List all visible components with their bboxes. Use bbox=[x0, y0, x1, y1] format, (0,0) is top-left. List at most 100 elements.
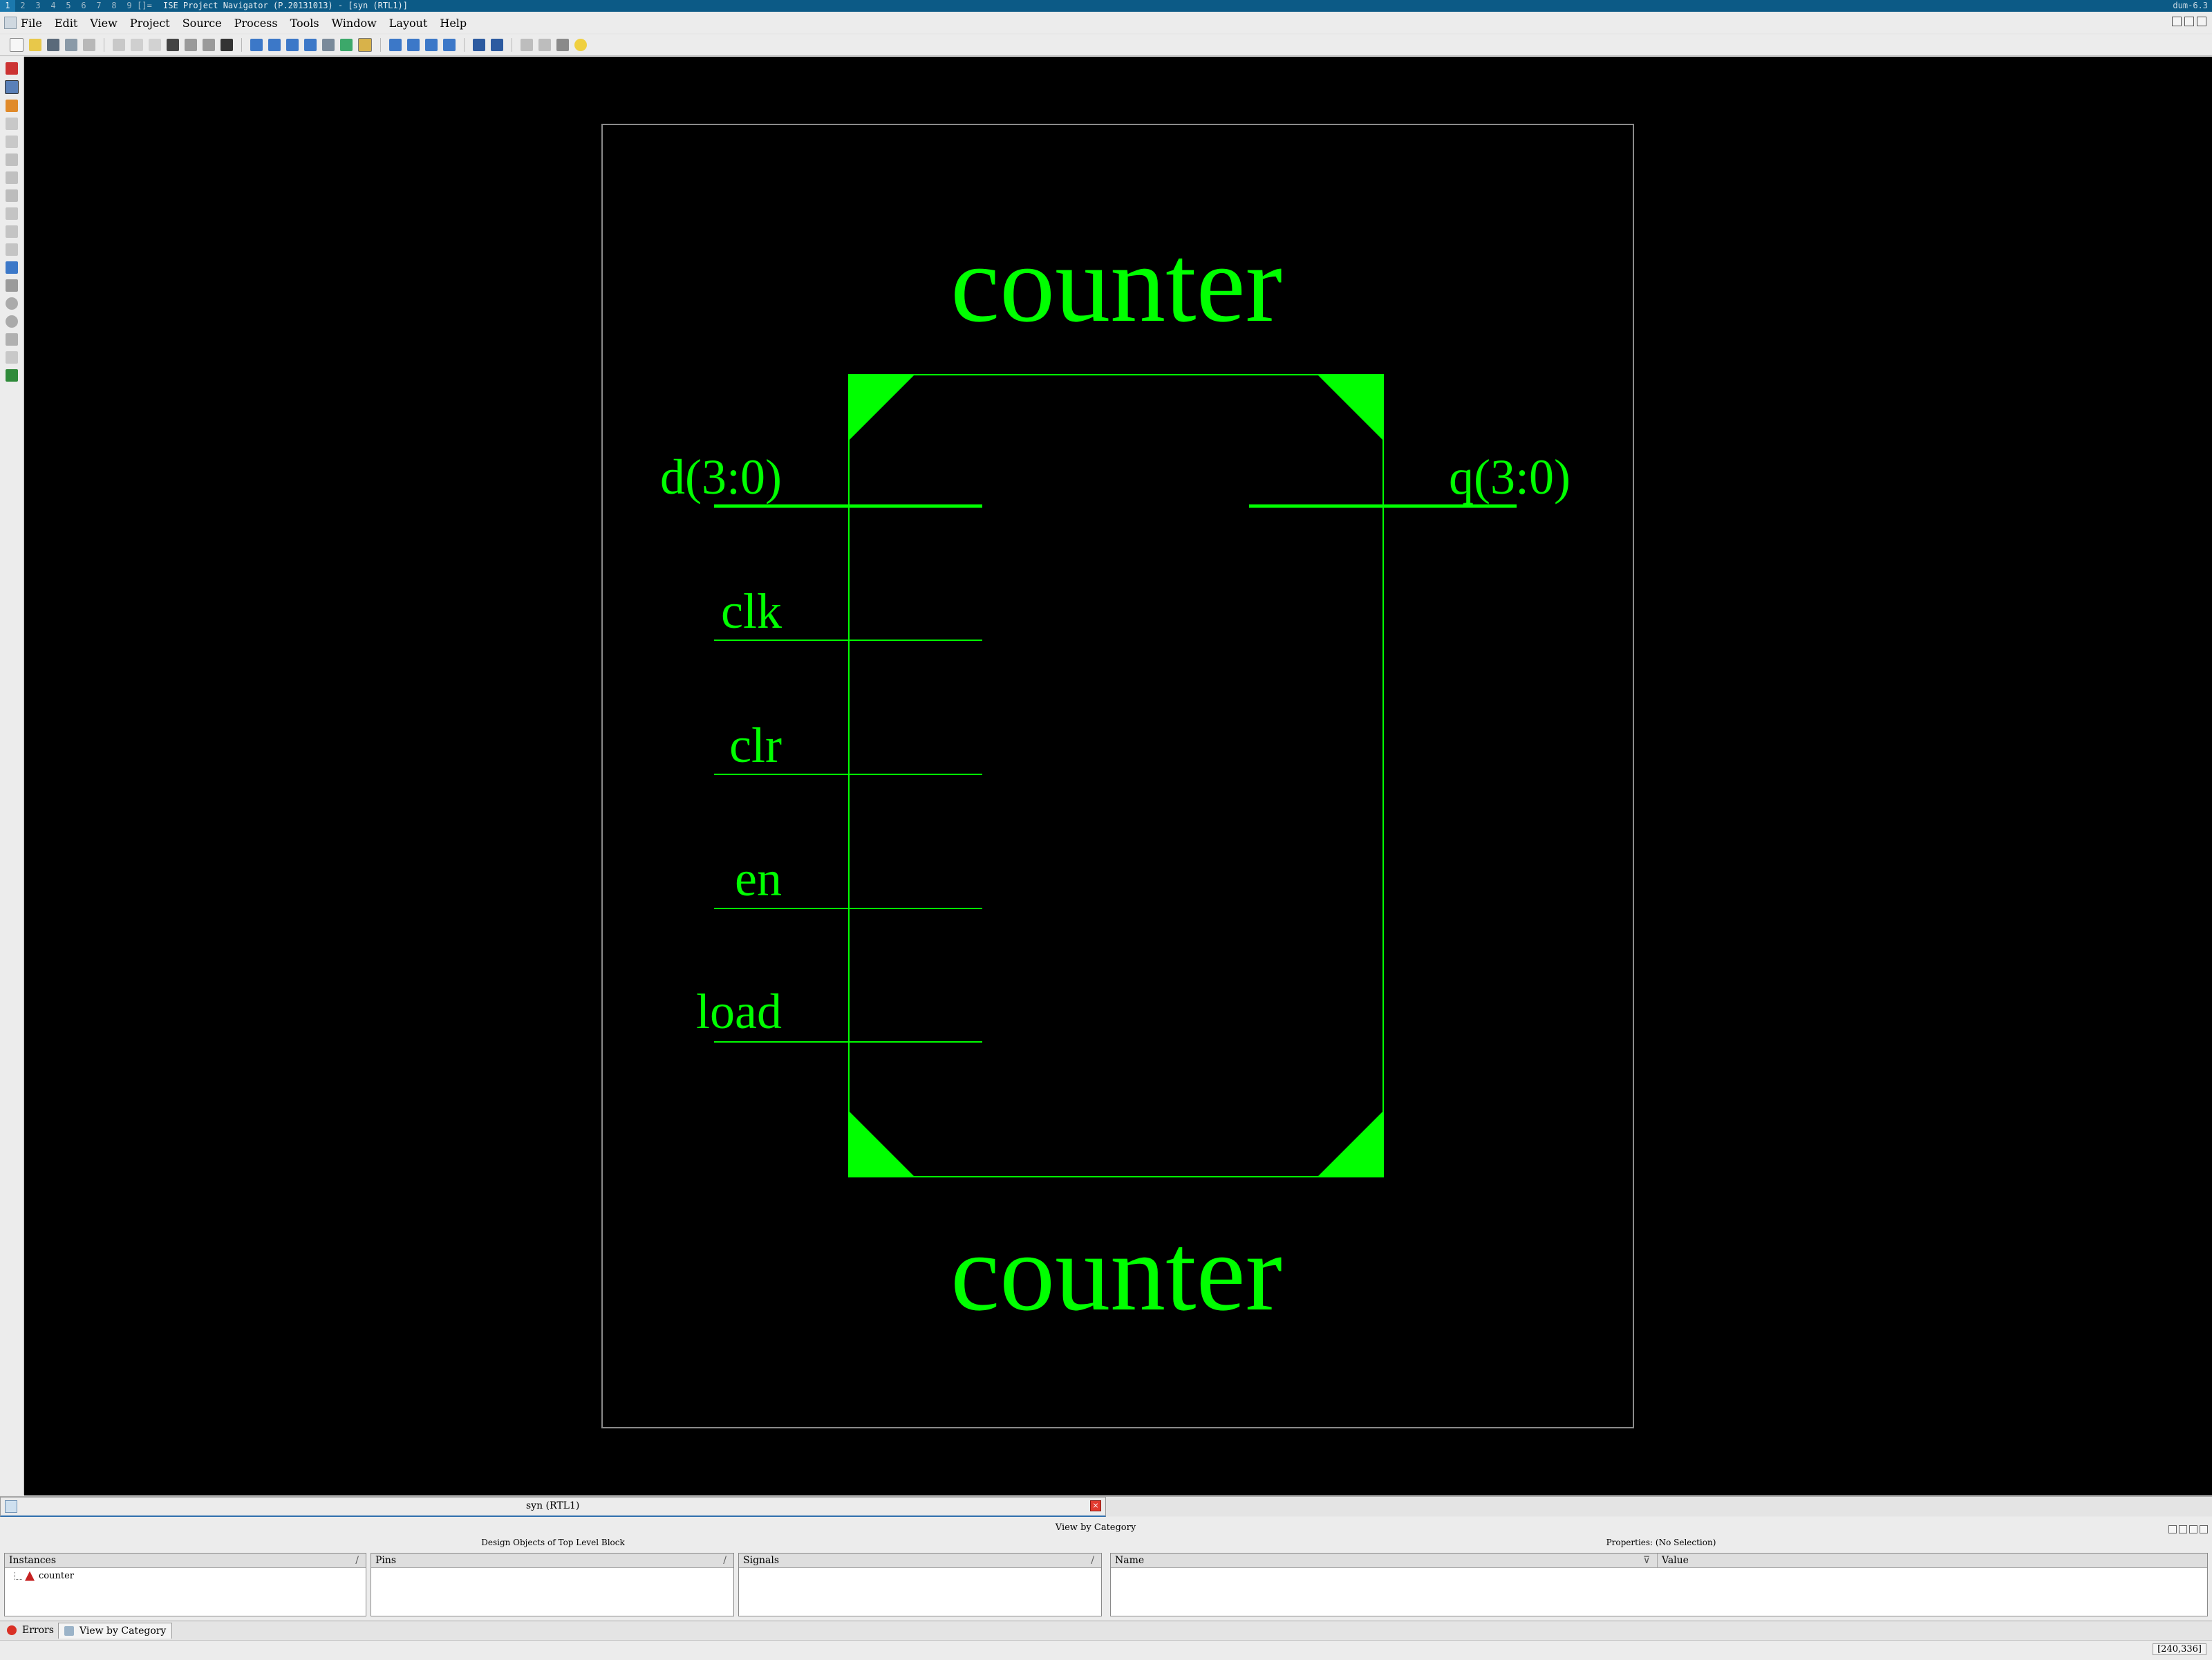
menu-window[interactable]: Window bbox=[331, 16, 377, 30]
zoom-fit-icon[interactable] bbox=[304, 39, 317, 51]
copy-icon[interactable] bbox=[131, 39, 143, 51]
list-item[interactable]: counter bbox=[15, 1571, 366, 1581]
menu-source[interactable]: Source bbox=[182, 16, 222, 30]
workspace-5[interactable]: 5 bbox=[66, 1, 71, 10]
workspace-3[interactable]: 3 bbox=[35, 1, 41, 10]
copy-tool-icon[interactable] bbox=[6, 351, 18, 364]
menu-file[interactable]: File bbox=[21, 16, 42, 30]
workspace-4[interactable]: 4 bbox=[50, 1, 56, 10]
layout-indicator[interactable]: []= bbox=[137, 1, 152, 10]
run-icon[interactable] bbox=[521, 39, 533, 51]
properties-table[interactable]: Name ⊽ Value bbox=[1110, 1553, 2208, 1616]
workspace-2[interactable]: 2 bbox=[20, 1, 26, 10]
schematic-drawing[interactable]: counter counter d(3:0) clk clr en load q… bbox=[24, 57, 2212, 1495]
push-icon[interactable] bbox=[6, 153, 18, 166]
zoom-tool-icon[interactable] bbox=[5, 80, 19, 94]
refresh-icon[interactable] bbox=[340, 39, 353, 51]
add-net-icon[interactable] bbox=[6, 100, 18, 112]
sort-icon[interactable]: / bbox=[1091, 1555, 1094, 1566]
forward-icon[interactable] bbox=[6, 118, 18, 130]
menu-layout[interactable]: Layout bbox=[388, 16, 428, 30]
bulb-icon[interactable] bbox=[574, 39, 587, 51]
rotate-icon[interactable] bbox=[6, 225, 18, 238]
print-icon[interactable] bbox=[83, 39, 95, 51]
value-header[interactable]: Value bbox=[1657, 1554, 1689, 1567]
minimize-icon[interactable] bbox=[2172, 17, 2182, 26]
instances-list[interactable]: Instances/ counter bbox=[4, 1553, 366, 1616]
marker-icon[interactable] bbox=[6, 279, 18, 292]
sort-icon[interactable]: / bbox=[723, 1555, 727, 1566]
cascade-icon[interactable] bbox=[389, 39, 402, 51]
block-name-top: counter bbox=[950, 222, 1282, 345]
sort-icon[interactable]: ⊽ bbox=[1643, 1555, 1651, 1566]
menu-process[interactable]: Process bbox=[234, 16, 278, 30]
schematic-canvas[interactable]: counter counter d(3:0) clk clr en load q… bbox=[24, 57, 2212, 1495]
panel-close-icon[interactable] bbox=[2200, 1525, 2208, 1533]
close-tab-icon[interactable]: × bbox=[1090, 1500, 1101, 1511]
view-by-category-panel: View by Category Design Objects of Top L… bbox=[0, 1517, 2212, 1621]
help-icon[interactable] bbox=[491, 39, 503, 51]
panel-minimize-icon[interactable] bbox=[2168, 1525, 2177, 1533]
save-all-icon[interactable] bbox=[65, 39, 77, 51]
workspace-8[interactable]: 8 bbox=[111, 1, 117, 10]
tab-view-by-category[interactable]: View by Category bbox=[58, 1623, 173, 1639]
zoom-out-icon[interactable] bbox=[286, 39, 299, 51]
tile-h-icon[interactable] bbox=[407, 39, 420, 51]
select-icon[interactable] bbox=[358, 38, 372, 52]
find-icon[interactable] bbox=[250, 39, 263, 51]
open-icon[interactable] bbox=[29, 39, 41, 51]
panel-float-icon[interactable] bbox=[2189, 1525, 2197, 1533]
pins-header: Pins bbox=[375, 1555, 397, 1566]
pop-icon[interactable] bbox=[6, 171, 18, 184]
tools-icon[interactable] bbox=[556, 39, 569, 51]
zoom-in-icon[interactable] bbox=[268, 39, 281, 51]
workspace-9[interactable]: 9 bbox=[126, 1, 132, 10]
corner-bottom-right bbox=[1318, 1111, 1383, 1177]
circle-icon[interactable] bbox=[6, 297, 18, 310]
close-window-icon[interactable] bbox=[2197, 17, 2206, 26]
cut-icon[interactable] bbox=[113, 39, 125, 51]
target-icon[interactable] bbox=[6, 315, 18, 328]
menu-tools[interactable]: Tools bbox=[290, 16, 319, 30]
name-header[interactable]: Name bbox=[1115, 1555, 1145, 1566]
workspace-1[interactable]: 1 bbox=[0, 0, 15, 12]
menu-project[interactable]: Project bbox=[129, 16, 170, 30]
zoom-area-icon[interactable] bbox=[322, 39, 335, 51]
sort-icon[interactable]: / bbox=[355, 1555, 359, 1566]
workspace-7[interactable]: 7 bbox=[96, 1, 102, 10]
tab-syn-rtl1[interactable]: syn (RTL1) × bbox=[0, 1497, 1106, 1518]
symbol-icon[interactable] bbox=[6, 207, 18, 220]
panel-controls bbox=[2168, 1525, 2208, 1533]
new-icon[interactable] bbox=[10, 38, 24, 52]
hierarchy-icon[interactable] bbox=[6, 189, 18, 202]
undo-icon[interactable] bbox=[185, 39, 197, 51]
save-icon[interactable] bbox=[47, 39, 59, 51]
panel-restore-icon[interactable] bbox=[2179, 1525, 2187, 1533]
delete-icon[interactable] bbox=[167, 39, 179, 51]
paste-icon[interactable] bbox=[149, 39, 161, 51]
tile-v-icon[interactable] bbox=[425, 39, 438, 51]
find-tool-icon[interactable] bbox=[6, 261, 18, 274]
menu-help[interactable]: Help bbox=[440, 16, 467, 30]
menu-edit[interactable]: Edit bbox=[54, 16, 78, 30]
window-title-bar: 1 2 3 4 5 6 7 8 9 []= ISE Project Naviga… bbox=[0, 0, 2212, 12]
redo-icon[interactable] bbox=[203, 39, 215, 51]
mirror-icon[interactable] bbox=[6, 243, 18, 256]
restore-icon[interactable] bbox=[2184, 17, 2194, 26]
stop-icon[interactable] bbox=[538, 39, 551, 51]
toolbar-separator bbox=[380, 38, 381, 52]
wrench-icon[interactable] bbox=[473, 39, 485, 51]
shield-icon[interactable] bbox=[6, 369, 18, 382]
back-icon[interactable] bbox=[6, 136, 18, 148]
pins-list[interactable]: Pins / bbox=[371, 1553, 734, 1616]
more-icon[interactable] bbox=[221, 39, 233, 51]
menu-view[interactable]: View bbox=[90, 16, 118, 30]
tab-errors[interactable]: Errors bbox=[1, 1623, 59, 1638]
sync-icon[interactable] bbox=[443, 39, 456, 51]
workspace-6[interactable]: 6 bbox=[81, 1, 86, 10]
category-icon bbox=[64, 1626, 74, 1636]
select-tool-icon[interactable] bbox=[6, 62, 18, 75]
signals-list[interactable]: Signals/ bbox=[738, 1553, 1102, 1616]
app-icon[interactable] bbox=[4, 17, 17, 29]
pin-icon[interactable] bbox=[6, 333, 18, 346]
